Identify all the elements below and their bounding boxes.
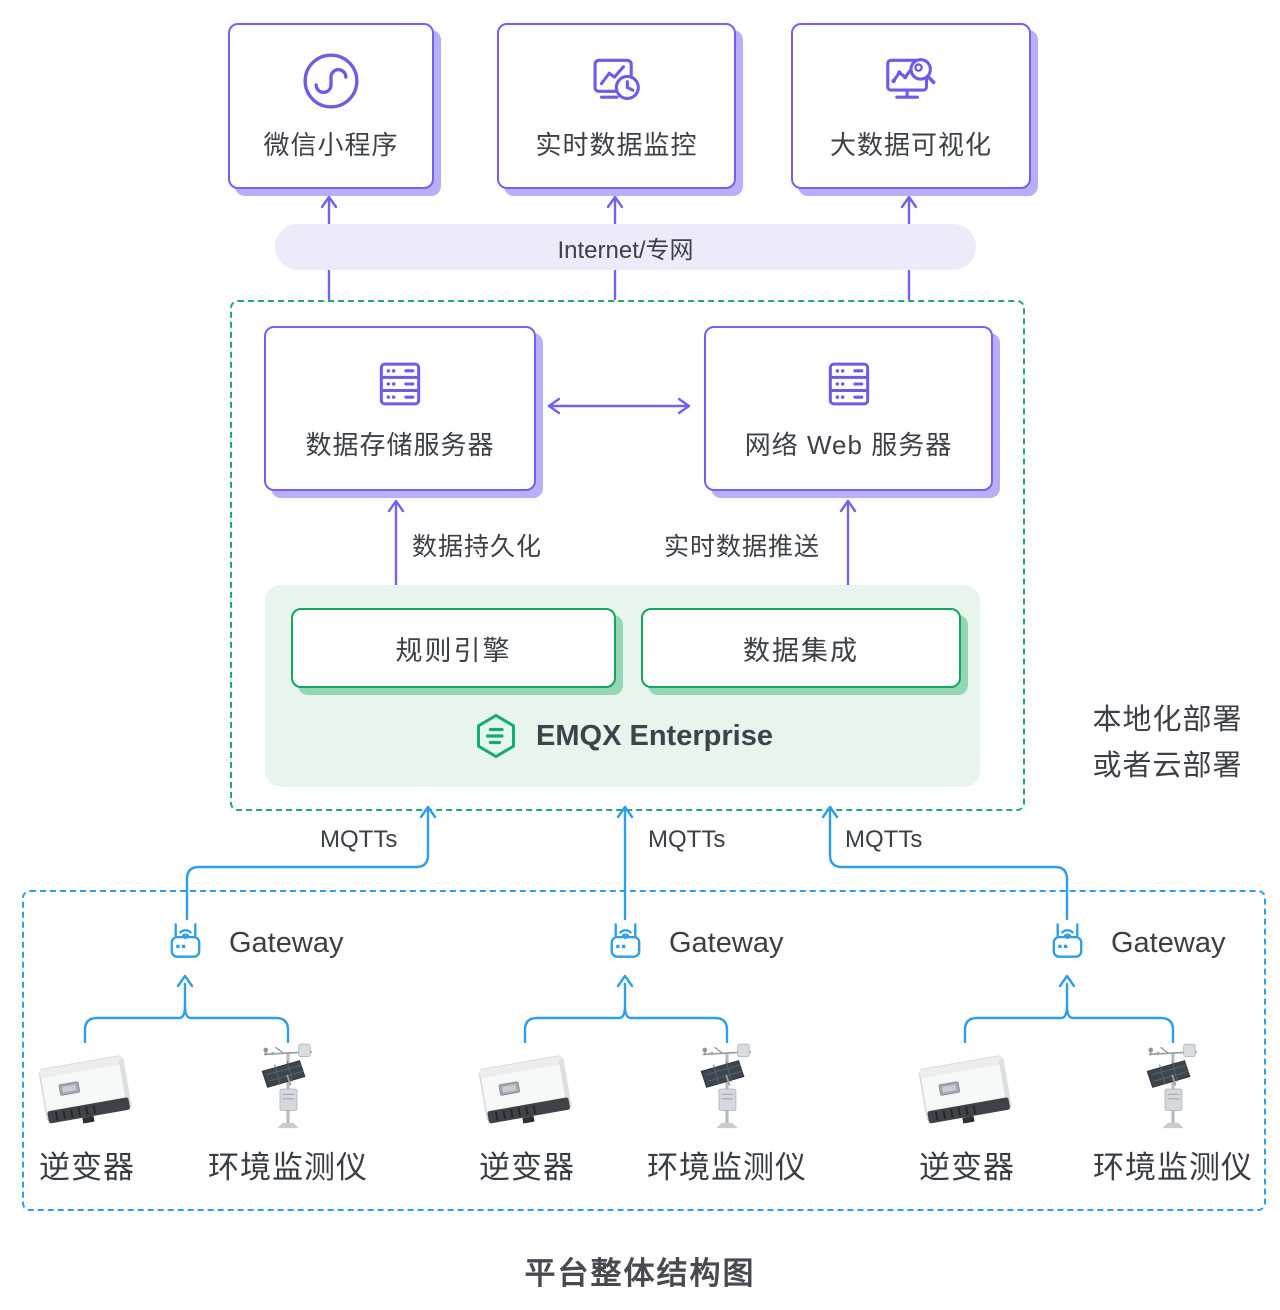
- diagram-title: 平台整体结构图: [524, 1256, 756, 1291]
- server-card-label: 网络 Web 服务器: [744, 429, 953, 460]
- deployment-note-line2: 或者云部署: [1092, 750, 1243, 782]
- weather-station-photo: [687, 1038, 767, 1146]
- app-card-realtime-monitor: 实时数据监控: [497, 23, 736, 189]
- internet-band-label: Internet/专网: [557, 236, 694, 264]
- module-card-rule-engine: 规则引擎: [291, 608, 616, 688]
- gateway-label: Gateway: [1111, 926, 1226, 959]
- gateway-2: Gateway: [602, 918, 783, 968]
- mqtt-label-1: MQTTs: [320, 826, 398, 853]
- deployment-note-line1: 本地化部署: [1092, 704, 1243, 736]
- device-label-inverter: 逆变器: [479, 1150, 575, 1185]
- field-devices-zone: [22, 890, 1266, 1211]
- app-card-label: 实时数据监控: [535, 130, 698, 160]
- internet-band: Internet/专网: [275, 224, 976, 270]
- inverter-photo: [28, 1047, 143, 1143]
- gateway-label: Gateway: [669, 926, 784, 959]
- app-card-bigdata: 大数据可视化: [791, 23, 1031, 189]
- device-label-station: 环境监测仪: [208, 1150, 368, 1185]
- emqx-brand-name: EMQX Enterprise: [536, 719, 773, 752]
- module-label: 数据集成: [743, 635, 859, 666]
- module-label: 规则引擎: [395, 635, 512, 666]
- weather-station-photo: [1133, 1038, 1213, 1146]
- server-card-label: 数据存储服务器: [305, 429, 495, 460]
- server-rack-icon: [828, 362, 869, 405]
- app-card-label: 大数据可视化: [829, 130, 992, 160]
- inverter-photo: [908, 1047, 1023, 1143]
- emqx-logo-icon: [477, 714, 516, 758]
- gateway-3: Gateway: [1044, 918, 1225, 968]
- device-label-inverter: 逆变器: [919, 1150, 1015, 1185]
- gateway-label: Gateway: [229, 926, 344, 959]
- realtime-monitor-icon: [592, 58, 640, 100]
- deployment-note: 本地化部署 或者云部署: [1070, 697, 1265, 789]
- gateway-1: Gateway: [162, 918, 343, 968]
- app-card-wechat: 微信小程序: [228, 23, 434, 189]
- module-card-data-integration: 数据集成: [641, 608, 961, 688]
- gateway-router-icon: [1044, 918, 1091, 968]
- gateway-router-icon: [602, 918, 649, 968]
- server-rack-icon: [379, 362, 421, 405]
- inverter-photo: [468, 1047, 583, 1143]
- server-card-web: 网络 Web 服务器: [704, 326, 993, 491]
- app-card-label: 微信小程序: [263, 130, 399, 160]
- bigdata-visualization-icon: [886, 58, 936, 99]
- weather-station-photo: [248, 1038, 328, 1146]
- mqtt-label-2: MQTTs: [648, 826, 726, 853]
- device-label-inverter: 逆变器: [39, 1150, 135, 1185]
- emqx-brand: EMQX Enterprise: [265, 710, 980, 762]
- flow-label-persistence: 数据持久化: [412, 533, 543, 561]
- server-card-storage: 数据存储服务器: [264, 326, 536, 491]
- mqtt-label-3: MQTTs: [845, 826, 923, 853]
- wechat-miniprogram-icon: [303, 53, 359, 109]
- device-label-station: 环境监测仪: [1093, 1150, 1253, 1185]
- flow-label-realtime-push: 实时数据推送: [664, 533, 821, 561]
- gateway-router-icon: [162, 918, 209, 968]
- device-label-station: 环境监测仪: [647, 1150, 807, 1185]
